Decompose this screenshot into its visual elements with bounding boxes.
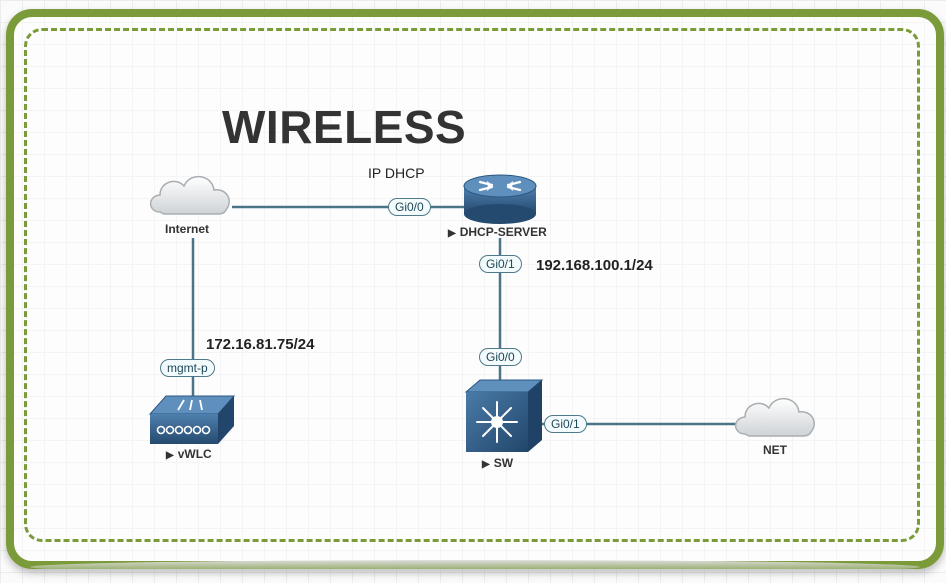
frame-shadow <box>30 560 920 574</box>
dhcp-server-label[interactable]: ▶DHCP-SERVER <box>448 225 547 239</box>
vwlc-ip-address: 172.16.81.75/24 <box>206 336 315 353</box>
diagram-title: WIRELESS <box>222 101 467 153</box>
router-icon[interactable] <box>463 174 537 224</box>
layer3-switch-icon[interactable] <box>464 379 544 452</box>
net-label: NET <box>763 443 787 457</box>
internet-label: Internet <box>165 222 210 236</box>
internet-cloud-icon[interactable] <box>149 176 230 215</box>
dhcp-ip-address: 192.168.100.1/24 <box>536 257 653 274</box>
port-badge-vwlc-mgmt[interactable]: mgmt-p <box>160 359 215 377</box>
port-badge-sw-gi00[interactable]: Gi0/0 <box>479 348 522 366</box>
start-node-icon[interactable]: ▶ <box>166 450 174 461</box>
start-node-icon[interactable]: ▶ <box>482 459 490 470</box>
wireless-controller-icon[interactable] <box>148 395 236 444</box>
inner-dashed-frame <box>24 28 920 542</box>
port-badge-sw-gi01[interactable]: Gi0/1 <box>544 415 587 433</box>
port-badge-dhcp-gi01[interactable]: Gi0/1 <box>479 255 522 273</box>
net-cloud-icon[interactable] <box>734 398 815 437</box>
port-badge-dhcp-gi00[interactable]: Gi0/0 <box>388 198 431 216</box>
sw-label[interactable]: ▶SW <box>482 456 514 470</box>
vwlc-label[interactable]: ▶vWLC <box>166 447 212 461</box>
dhcp-note: IP DHCP <box>368 165 425 181</box>
start-node-icon[interactable]: ▶ <box>448 228 456 239</box>
